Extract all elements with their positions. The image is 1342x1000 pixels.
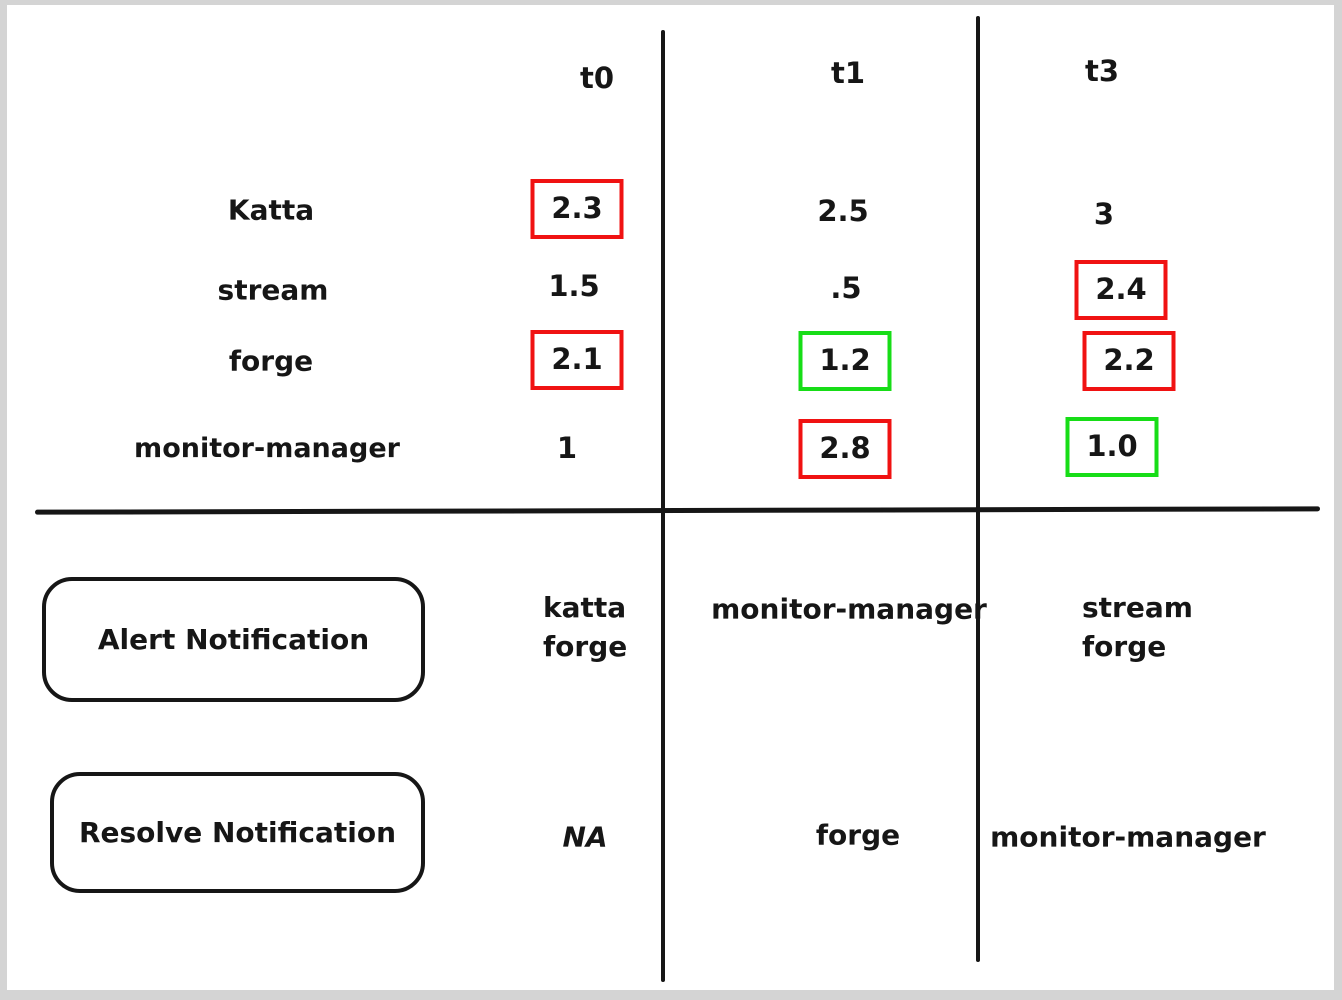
- alert-cell-t3: stream forge: [1082, 588, 1193, 666]
- column-header-t1: t1: [830, 56, 866, 91]
- alert-cell-t3-line2: forge: [1082, 630, 1167, 663]
- alert-cell-t3-line1: stream: [1082, 591, 1193, 624]
- alert-notification-label: Alert Notification: [97, 623, 370, 656]
- grid-vertical-line-1: [661, 30, 665, 982]
- resolve-notification-box: Resolve Notification: [50, 772, 425, 893]
- grid-vertical-line-2: [976, 16, 980, 962]
- cell-katta-t0-value: 2.3: [551, 191, 603, 226]
- cell-monitor-manager-t1-value: 2.8: [819, 431, 871, 466]
- alert-cell-t1: monitor-manager: [711, 592, 987, 626]
- resolve-cell-t0: NA: [562, 820, 608, 854]
- cell-monitor-manager-t3-value: 1.0: [1086, 429, 1138, 464]
- column-header-t0: t0: [579, 61, 615, 96]
- resolve-notification-label: Resolve Notification: [78, 816, 397, 849]
- cell-forge-t1-green-box: 1.2: [798, 331, 892, 391]
- alert-notification-box: Alert Notification: [42, 577, 425, 702]
- cell-forge-t0-value: 2.1: [551, 342, 603, 377]
- cell-monitor-manager-t1-red-box: 2.8: [798, 419, 892, 479]
- cell-katta-t3-value: 3: [1093, 197, 1115, 232]
- alert-cell-t0: katta forge: [543, 588, 627, 666]
- alert-cell-t0-line1: katta: [543, 591, 627, 624]
- resolve-cell-t3: monitor-manager: [990, 820, 1266, 854]
- cell-forge-t3-value: 2.2: [1103, 343, 1155, 378]
- cell-stream-t0-value: 1.5: [548, 269, 600, 304]
- cell-monitor-manager-t0-value: 1: [556, 431, 578, 466]
- alert-cell-t0-line2: forge: [543, 630, 628, 663]
- cell-forge-t0-red-box: 2.1: [530, 330, 624, 390]
- cell-katta-t1-value: 2.5: [817, 194, 869, 229]
- resolve-cell-t1: forge: [815, 818, 901, 852]
- row-label-stream: stream: [217, 273, 329, 307]
- cell-forge-t3-red-box: 2.2: [1082, 331, 1176, 391]
- cell-forge-t1-value: 1.2: [819, 343, 871, 378]
- row-label-forge: forge: [228, 344, 314, 378]
- cell-stream-t3-red-box: 2.4: [1074, 260, 1168, 320]
- cell-katta-t0-red-box: 2.3: [530, 179, 624, 239]
- row-label-katta: Katta: [227, 193, 315, 227]
- cell-stream-t3-value: 2.4: [1095, 272, 1147, 307]
- cell-monitor-manager-t3-green-box: 1.0: [1065, 417, 1159, 477]
- row-label-monitor-manager: monitor-manager: [134, 433, 400, 465]
- cell-stream-t1-value: .5: [830, 271, 862, 306]
- column-header-t3: t3: [1084, 54, 1120, 89]
